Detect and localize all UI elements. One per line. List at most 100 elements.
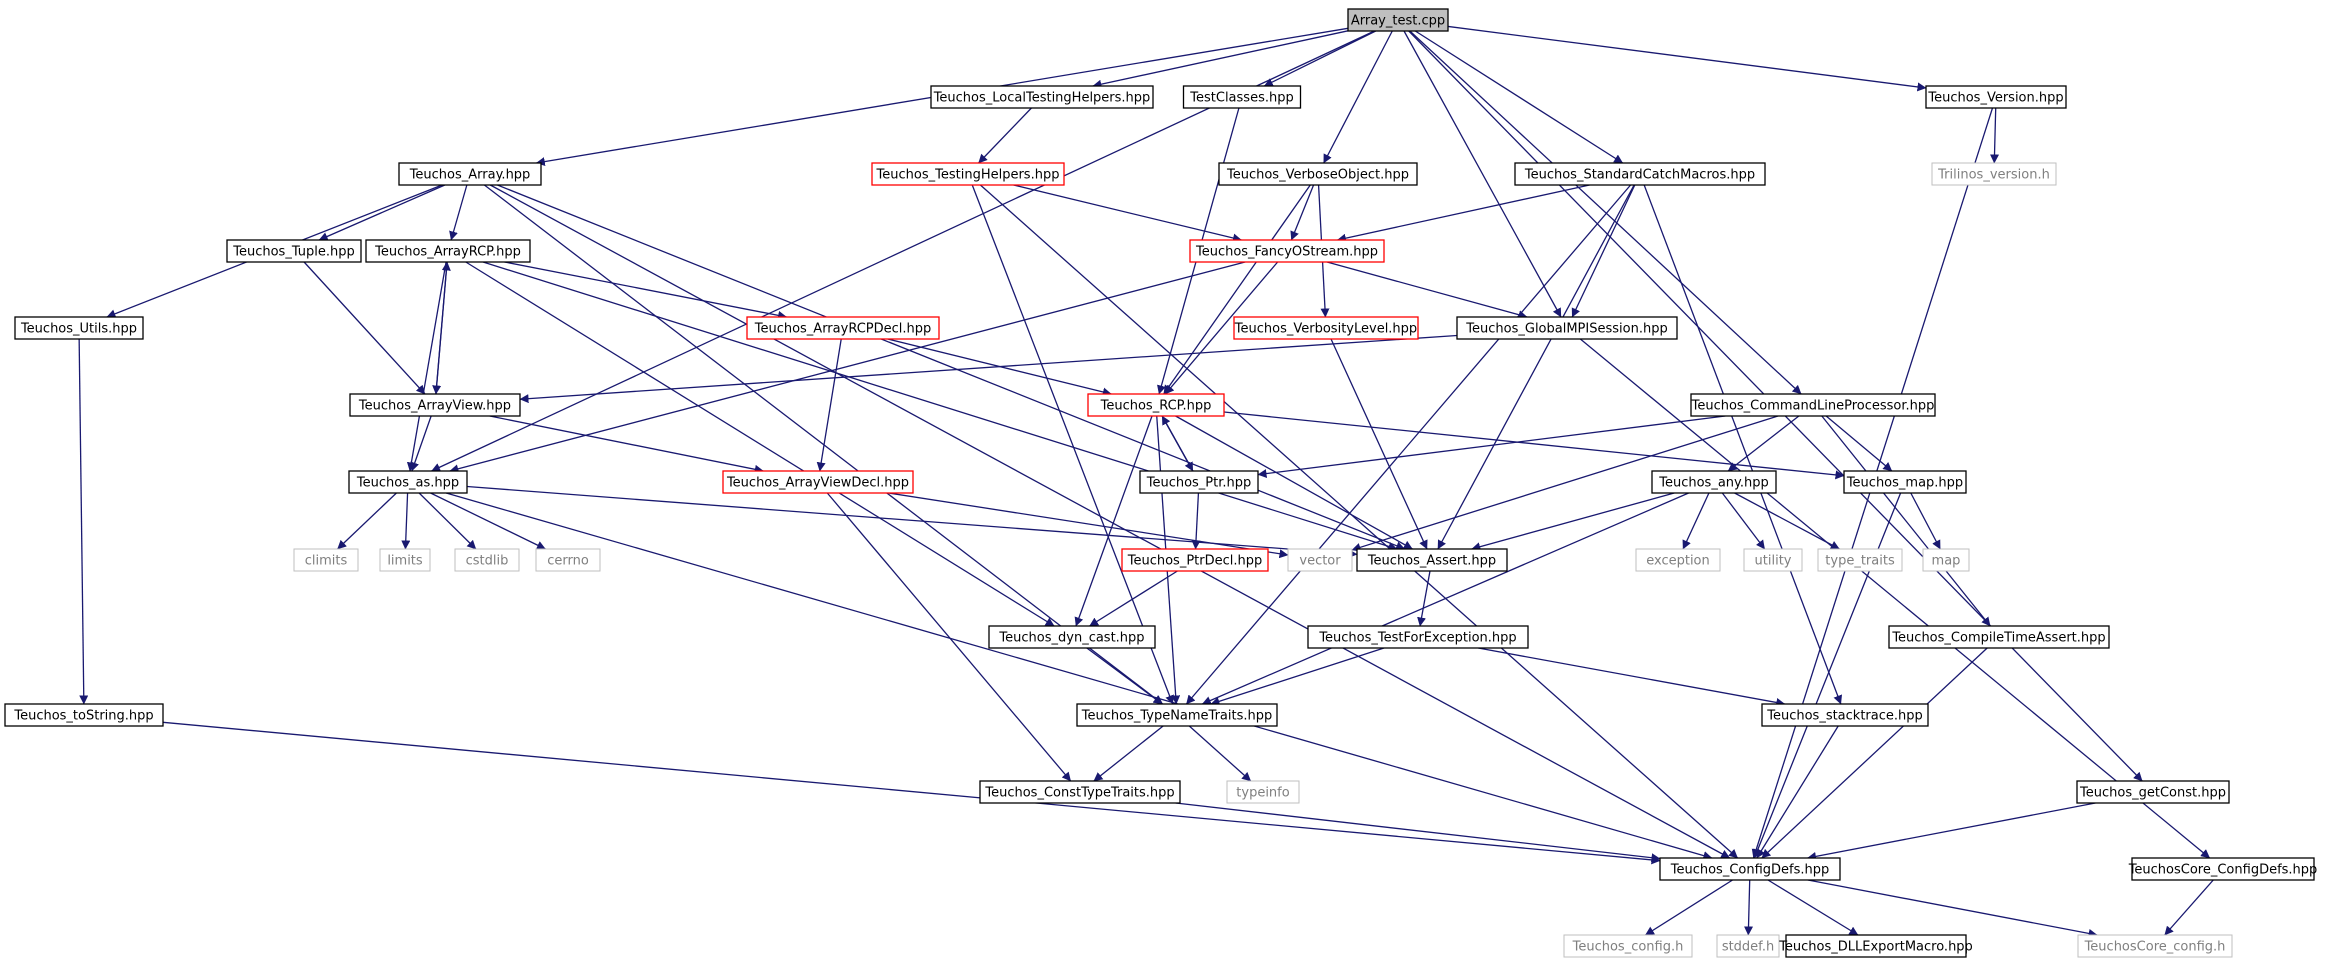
- edge-fancy_ostream-to-global_mpi_session: [1326, 261, 1528, 320]
- node-as[interactable]: Teuchos_as.hpp: [348, 470, 468, 494]
- node-local_testing_helpers[interactable]: Teuchos_LocalTestingHelpers.hpp: [930, 85, 1154, 109]
- node-test_classes[interactable]: TestClasses.hpp: [1182, 85, 1302, 109]
- node-global_mpi_session[interactable]: Teuchos_GlobalMPISession.hpp: [1456, 316, 1678, 340]
- node-limits[interactable]: limits: [379, 548, 431, 572]
- node-array_rcp[interactable]: Teuchos_ArrayRCP.hpp: [365, 239, 531, 263]
- node-box-vector: [1287, 548, 1353, 572]
- node-verbose_object[interactable]: Teuchos_VerboseObject.hpp: [1218, 162, 1418, 186]
- node-label-array_view_decl: Teuchos_ArrayViewDecl.hpp: [726, 476, 909, 491]
- node-const_type_traits[interactable]: Teuchos_ConstTypeTraits.hpp: [979, 780, 1181, 804]
- edge-standard_catch_macros-to-global_mpi_session: [1571, 184, 1636, 318]
- node-label-cerrno: cerrno: [547, 554, 589, 569]
- node-dll_export[interactable]: Teuchos_DLLExportMacro.hpp: [1778, 934, 1973, 958]
- node-stacktrace[interactable]: Teuchos_stacktrace.hpp: [1761, 703, 1929, 727]
- node-tuple[interactable]: Teuchos_Tuple.hpp: [226, 239, 362, 263]
- edge-array_test-to-verbose_object: [1323, 30, 1393, 164]
- node-map[interactable]: map: [1922, 548, 1970, 572]
- node-type_name_traits[interactable]: Teuchos_TypeNameTraits.hpp: [1076, 703, 1278, 727]
- node-label-rcp: Teuchos_RCP.hpp: [1100, 399, 1212, 414]
- node-label-dll_export: Teuchos_DLLExportMacro.hpp: [1778, 940, 1973, 955]
- edge-tuple-to-array_view: [303, 261, 426, 395]
- node-array_test[interactable]: Array_test.cpp: [1347, 8, 1449, 32]
- node-box-array_test: [1347, 8, 1449, 32]
- node-array_view[interactable]: Teuchos_ArrayView.hpp: [349, 393, 521, 417]
- node-stddef[interactable]: stddef.h: [1716, 934, 1780, 958]
- node-box-version: [1925, 85, 2067, 109]
- node-command_line_processor[interactable]: Teuchos_CommandLineProcessor.hpp: [1690, 393, 1936, 417]
- edge-standard_catch_macros-to-fancy_ostream: [1336, 184, 1590, 243]
- edge-array-to-tuple: [318, 184, 446, 241]
- edge-const_type_traits-to-config_defs: [1175, 802, 1661, 863]
- node-teuchos_config[interactable]: Teuchos_config.h: [1563, 934, 1693, 958]
- node-ptr[interactable]: Teuchos_Ptr.hpp: [1139, 470, 1259, 494]
- node-label-global_mpi_session: Teuchos_GlobalMPISession.hpp: [1465, 322, 1667, 337]
- node-label-test_classes: TestClasses.hpp: [1189, 91, 1293, 106]
- node-utility[interactable]: utility: [1743, 548, 1803, 572]
- node-array_view_decl[interactable]: Teuchos_ArrayViewDecl.hpp: [722, 470, 914, 494]
- node-array[interactable]: Teuchos_Array.hpp: [398, 162, 542, 186]
- node-label-compile_time_assert: Teuchos_CompileTimeAssert.hpp: [1891, 631, 2105, 646]
- node-label-array_test: Array_test.cpp: [1351, 14, 1445, 29]
- node-label-get_const: Teuchos_getConst.hpp: [2079, 786, 2226, 801]
- node-box-core_config: [2077, 934, 2233, 958]
- edge-local_testing_helpers-to-testing_helpers: [978, 107, 1032, 164]
- edge-as-to-limits: [401, 492, 411, 550]
- node-ptr_decl[interactable]: Teuchos_PtrDecl.hpp: [1121, 548, 1269, 572]
- node-cerrno[interactable]: cerrno: [535, 548, 601, 572]
- node-box-cstdlib: [454, 548, 520, 572]
- node-vector[interactable]: vector: [1287, 548, 1353, 572]
- node-exception[interactable]: exception: [1635, 548, 1721, 572]
- node-label-tuple: Teuchos_Tuple.hpp: [232, 245, 355, 260]
- node-map_hpp[interactable]: Teuchos_map.hpp: [1843, 470, 1967, 494]
- edge-array-to-array_rcp: [449, 184, 468, 241]
- node-climits[interactable]: climits: [293, 548, 359, 572]
- node-box-any: [1651, 470, 1777, 494]
- edge-array_rcp-to-as: [406, 261, 447, 472]
- node-box-typeinfo: [1226, 780, 1300, 804]
- edge-verbose_object-to-fancy_ostream: [1290, 184, 1315, 241]
- node-version[interactable]: Teuchos_Version.hpp: [1925, 85, 2067, 109]
- node-label-core_config_defs: TeuchosCore_ConfigDefs.hpp: [2128, 863, 2318, 878]
- edge-array_view_decl-to-vector: [888, 492, 1289, 559]
- node-box-trilinos_version: [1931, 162, 2057, 186]
- edge-map_hpp-to-config_defs: [1753, 492, 1902, 859]
- node-box-array_rcp_decl: [746, 316, 940, 340]
- node-box-get_const: [2076, 780, 2230, 804]
- node-cstdlib[interactable]: cstdlib: [454, 548, 520, 572]
- edge-testing_helpers-to-fancy_ostream: [1013, 184, 1242, 243]
- node-compile_time_assert[interactable]: Teuchos_CompileTimeAssert.hpp: [1888, 625, 2110, 649]
- node-array_rcp_decl[interactable]: Teuchos_ArrayRCPDecl.hpp: [746, 316, 940, 340]
- node-label-test_for_exception: Teuchos_TestForException.hpp: [1318, 631, 1516, 646]
- edge-standard_catch_macros-to-assert: [1437, 184, 1635, 550]
- node-utils[interactable]: Teuchos_Utils.hpp: [14, 316, 144, 340]
- node-get_const[interactable]: Teuchos_getConst.hpp: [2076, 780, 2230, 804]
- node-label-core_config: TeuchosCore_config.h: [2084, 940, 2226, 955]
- node-fancy_ostream[interactable]: Teuchos_FancyOStream.hpp: [1189, 239, 1385, 263]
- edge-type_name_traits-to-const_type_traits: [1093, 725, 1164, 782]
- node-standard_catch_macros[interactable]: Teuchos_StandardCatchMacros.hpp: [1514, 162, 1766, 186]
- node-core_config_defs[interactable]: TeuchosCore_ConfigDefs.hpp: [2128, 857, 2318, 881]
- node-assert[interactable]: Teuchos_Assert.hpp: [1356, 548, 1508, 572]
- node-verbosity_level[interactable]: Teuchos_VerbosityLevel.hpp: [1233, 316, 1419, 340]
- node-config_defs[interactable]: Teuchos_ConfigDefs.hpp: [1659, 857, 1841, 881]
- node-typeinfo[interactable]: typeinfo: [1226, 780, 1300, 804]
- edge-version-to-trilinos_version: [1990, 107, 2000, 164]
- edge-testing_helpers-to-config_defs: [979, 184, 1739, 859]
- node-test_for_exception[interactable]: Teuchos_TestForException.hpp: [1307, 625, 1529, 649]
- node-box-verbosity_level: [1233, 316, 1419, 340]
- node-box-tuple: [226, 239, 362, 263]
- node-dyn_cast[interactable]: Teuchos_dyn_cast.hpp: [988, 625, 1156, 649]
- node-testing_helpers[interactable]: Teuchos_TestingHelpers.hpp: [871, 162, 1065, 186]
- node-core_config[interactable]: TeuchosCore_config.h: [2077, 934, 2233, 958]
- node-rcp[interactable]: Teuchos_RCP.hpp: [1087, 393, 1225, 417]
- node-box-array_view_decl: [722, 470, 914, 494]
- node-to_string[interactable]: Teuchos_toString.hpp: [4, 703, 164, 727]
- edge-command_line_processor-to-ptr: [1257, 415, 1726, 479]
- node-label-command_line_processor: Teuchos_CommandLineProcessor.hpp: [1691, 399, 1935, 414]
- node-any[interactable]: Teuchos_any.hpp: [1651, 470, 1777, 494]
- node-label-stacktrace: Teuchos_stacktrace.hpp: [1766, 709, 1923, 724]
- node-trilinos_version[interactable]: Trilinos_version.h: [1931, 162, 2057, 186]
- edge-array_test-to-global_mpi_session: [1403, 30, 1562, 318]
- node-type_traits[interactable]: type_traits: [1817, 548, 1903, 572]
- edge-ptr-to-ptr_decl: [1191, 492, 1201, 550]
